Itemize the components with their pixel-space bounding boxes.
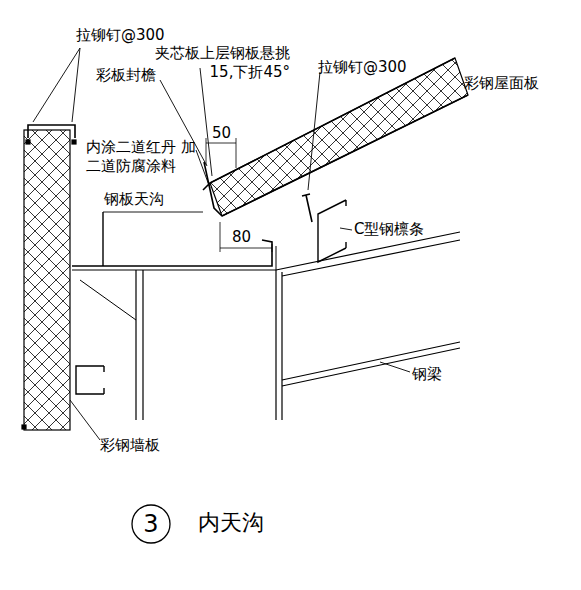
- callout-label: 夹芯板上层钢板悬挑 15,下折45°: [150, 44, 290, 82]
- callout-label: 50: [212, 124, 231, 143]
- wall-panel: [24, 130, 70, 430]
- callout-label: 钢梁: [412, 365, 442, 384]
- callout-label: 彩钢屋面板: [464, 74, 539, 93]
- callout-label: 80: [232, 228, 251, 247]
- callout-label: 彩板封檐: [96, 66, 156, 85]
- caption: 内天沟: [198, 509, 264, 537]
- callout-label: 钢板天沟: [104, 190, 164, 209]
- callout-label: 拉铆钉@300: [318, 58, 407, 77]
- callout-label: 内涂二道红丹 加二道防腐涂料: [86, 138, 198, 176]
- callout-label: 彩钢墙板: [100, 436, 160, 455]
- callout-label: C型钢檩条: [354, 220, 424, 239]
- detail-number-circle: 3: [130, 503, 172, 545]
- callout-label: 拉铆钉@300: [76, 26, 165, 45]
- detail-number: 3: [143, 510, 158, 538]
